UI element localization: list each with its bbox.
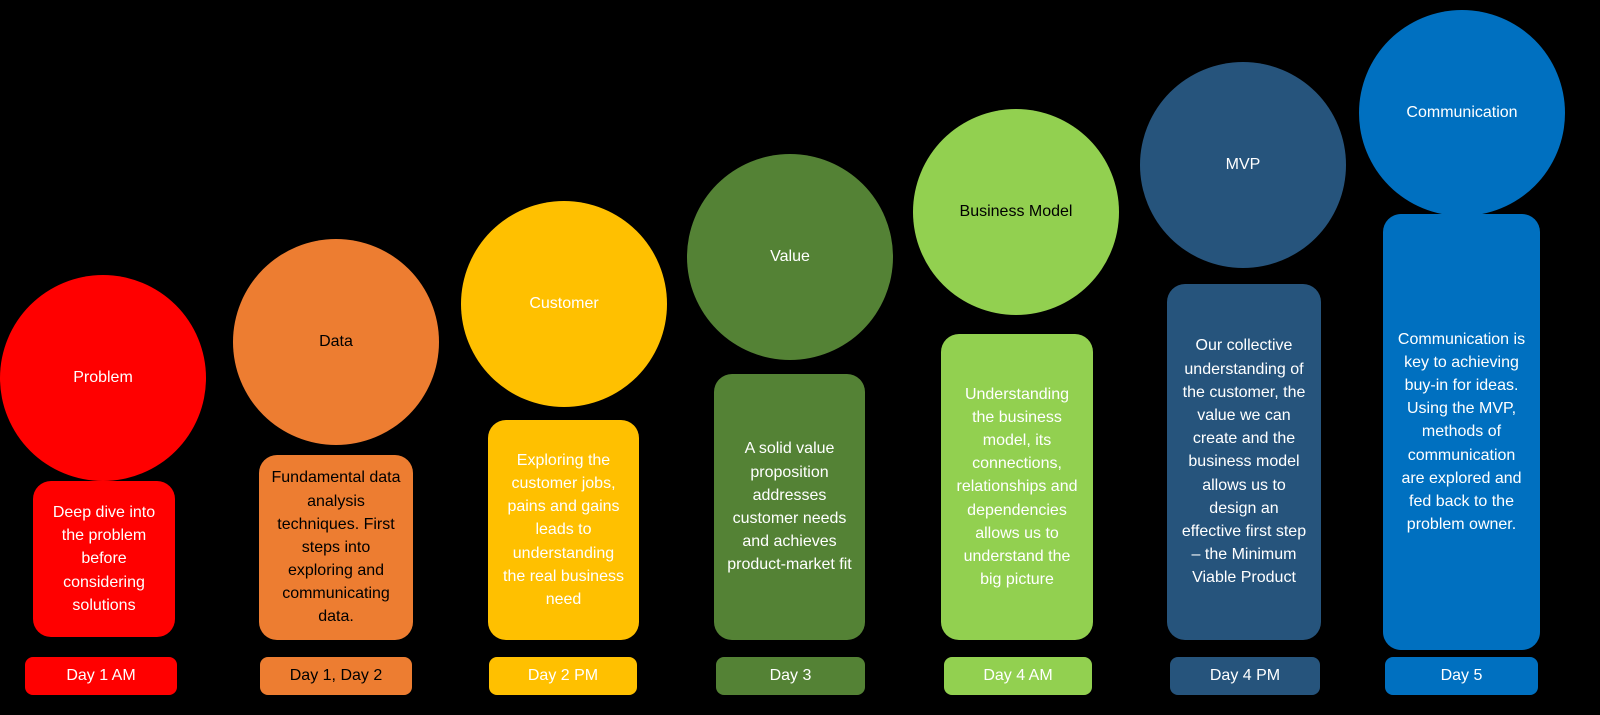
stage-circle-problem: Problem: [0, 275, 206, 481]
stage-description-value: A solid value proposition addresses cust…: [727, 440, 852, 574]
stage-description-communication: Communication is key to achieving buy-in…: [1397, 330, 1526, 534]
stage-title-value: Value: [770, 248, 810, 266]
day-label-value: Day 3: [716, 657, 865, 695]
stage-title-business-model: Business Model: [959, 203, 1073, 221]
stage-description-data: Fundamental data analysis techniques. Fi…: [271, 469, 401, 626]
stage-description-box-communication: Communication is key to achieving buy-in…: [1383, 214, 1540, 650]
stage-circle-mvp: MVP: [1140, 62, 1346, 268]
stage-description-box-problem: Deep dive into the problem before consid…: [33, 481, 175, 637]
stage-title-problem: Problem: [73, 369, 133, 387]
stage-description-business-model: Understanding the business model, its co…: [956, 385, 1078, 589]
day-label-problem: Day 1 AM: [25, 657, 177, 695]
stage-description-box-business-model: Understanding the business model, its co…: [941, 334, 1093, 640]
stage-title-communication: Communication: [1406, 104, 1518, 122]
stage-description-box-customer: Exploring the customer jobs, pains and g…: [488, 420, 639, 640]
stage-circle-customer: Customer: [461, 201, 667, 407]
stage-description-box-data: Fundamental data analysis techniques. Fi…: [259, 455, 413, 640]
stage-description-mvp: Our collective understanding of the cust…: [1181, 337, 1307, 587]
stage-description-problem: Deep dive into the problem before consid…: [52, 504, 156, 614]
day-label-data: Day 1, Day 2: [260, 657, 412, 695]
day-label-communication: Day 5: [1385, 657, 1538, 695]
stage-title-data: Data: [319, 333, 353, 351]
stage-circle-communication: Communication: [1359, 10, 1565, 216]
stage-circle-data: Data: [233, 239, 439, 445]
stage-description-customer: Exploring the customer jobs, pains and g…: [503, 451, 624, 608]
day-label-mvp: Day 4 PM: [1170, 657, 1320, 695]
day-label-customer: Day 2 PM: [489, 657, 637, 695]
stage-description-box-value: A solid value proposition addresses cust…: [714, 374, 865, 640]
stage-circle-business-model: Business Model: [913, 109, 1119, 315]
stage-description-box-mvp: Our collective understanding of the cust…: [1167, 284, 1321, 640]
stage-title-mvp: MVP: [1225, 156, 1261, 174]
stage-circle-value: Value: [687, 154, 893, 360]
day-label-business-model: Day 4 AM: [944, 657, 1092, 695]
stage-title-customer: Customer: [529, 295, 599, 313]
